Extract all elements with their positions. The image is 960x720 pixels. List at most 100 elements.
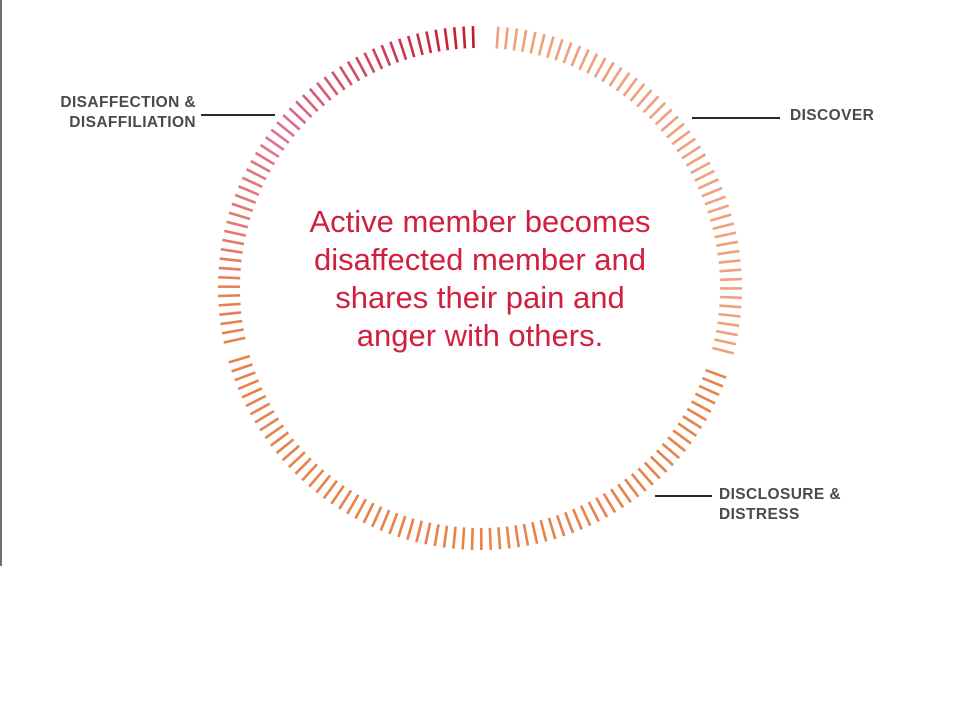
disclosure-tick	[505, 526, 511, 549]
disclosure-tick	[705, 368, 727, 379]
disaffection-tick	[234, 193, 257, 204]
disaffection-tick	[231, 202, 254, 213]
discover-tick	[666, 122, 685, 139]
disaffection-tick	[218, 266, 241, 271]
disaffection-tick	[355, 56, 368, 78]
discover-tick	[504, 27, 509, 50]
discover-tick	[629, 83, 646, 102]
disclosure-tick	[315, 474, 332, 494]
discover-tick	[716, 240, 739, 247]
discover-tick	[654, 108, 673, 126]
disclosure-tick	[245, 394, 267, 408]
disclosure-tick	[595, 497, 609, 518]
stage-label-discover: DISCOVER	[790, 106, 874, 126]
disaffection-tick	[288, 107, 307, 125]
disaffection-tick	[363, 52, 376, 74]
stage-label-disclosure: DISCLOSURE & DISTRESS	[719, 485, 841, 525]
discover-tick	[709, 213, 732, 222]
disaffection-tick	[295, 100, 313, 119]
disclosure-tick	[572, 508, 583, 530]
disclosure-tick	[228, 354, 251, 364]
discover-tick	[622, 77, 638, 97]
disaffection-tick	[425, 31, 433, 54]
disclosure-tick	[539, 519, 548, 542]
disclosure-tick	[234, 371, 256, 382]
stage-label-line: DISCLOSURE &	[719, 486, 841, 503]
disclosure-tick	[690, 400, 712, 413]
disclosure-tick	[259, 417, 280, 432]
center-statement: Active member becomes disaffected member…	[309, 204, 651, 353]
disclosure-tick	[397, 515, 407, 538]
disclosure-tick	[694, 392, 716, 405]
disclosure-tick	[406, 518, 415, 541]
discover-tick	[562, 41, 573, 64]
disclosure-tick	[579, 505, 592, 527]
disaffection-tick	[434, 29, 441, 52]
discover-tick	[648, 101, 667, 120]
disclosure-tick	[643, 461, 661, 480]
disaffection-tick	[346, 61, 361, 82]
disclosure-tick	[564, 511, 575, 534]
disaffection-tick	[282, 114, 301, 131]
discover-tick	[717, 321, 740, 328]
disaffection-tick	[389, 41, 400, 63]
discover-tick	[712, 346, 735, 355]
disaffection-tick	[276, 121, 295, 138]
disaffection-tick	[380, 44, 392, 67]
discover-tick	[554, 38, 564, 61]
disclosure-tick	[470, 527, 474, 550]
discover-tick	[719, 268, 742, 273]
disclosure-tick	[667, 436, 686, 452]
discover-tick	[601, 61, 615, 83]
disaffection-tick	[220, 247, 243, 254]
disclosure-tick	[661, 442, 681, 460]
disclosure-tick	[701, 376, 724, 388]
disaffection-tick	[462, 26, 467, 49]
discover-tick	[570, 45, 582, 67]
discover-tick	[521, 29, 528, 52]
disclosure-tick	[287, 451, 306, 469]
disclosure-tick	[555, 514, 566, 537]
disclosure-tick	[322, 479, 338, 500]
disaffection-tick	[224, 229, 247, 237]
discover-tick	[676, 137, 697, 153]
disaffection-tick	[219, 257, 242, 263]
disaffection-tick	[222, 238, 245, 246]
discover-tick	[712, 222, 735, 231]
disclosure-tick	[531, 521, 539, 544]
discover-tick	[701, 186, 723, 198]
disaffection-tick	[218, 294, 241, 298]
disclosure-tick	[624, 478, 640, 498]
disaffection-tick	[398, 38, 408, 61]
disclosure-tick	[649, 455, 668, 473]
discover-tick	[615, 71, 631, 92]
stage-label-line: DISAFFILIATION	[69, 114, 196, 131]
disclosure-tick	[698, 384, 720, 397]
disaffection-tick	[270, 128, 290, 144]
stage-label-line: DISAFFECTION &	[60, 94, 196, 111]
disaffection-tick	[265, 136, 285, 151]
disclosure-tick	[388, 512, 399, 535]
disaffection-tick	[301, 94, 319, 113]
disclosure-tick	[461, 527, 466, 550]
disclosure-tick	[497, 527, 502, 550]
disaffection-tick	[443, 28, 450, 51]
disaffection-tick	[308, 87, 326, 107]
discover-tick	[608, 66, 623, 87]
discover-tick	[690, 161, 711, 175]
discover-tick	[719, 295, 742, 300]
disclosure-tick	[686, 407, 707, 422]
disclosure-tick	[241, 387, 263, 399]
disaffection-tick	[218, 275, 241, 280]
discover-tick	[578, 49, 590, 71]
discover-tick	[685, 153, 707, 167]
discover-tick	[694, 169, 715, 182]
stage-label-line: DISTRESS	[719, 506, 800, 523]
disclosure-tick	[424, 522, 432, 545]
discover-tick	[707, 204, 730, 214]
disaffection-tick	[219, 311, 242, 316]
stage-label-line: DISCOVER	[790, 107, 875, 124]
disaffection-tick	[250, 159, 271, 173]
discover-tick	[512, 28, 519, 51]
disaffection-tick	[338, 65, 353, 86]
